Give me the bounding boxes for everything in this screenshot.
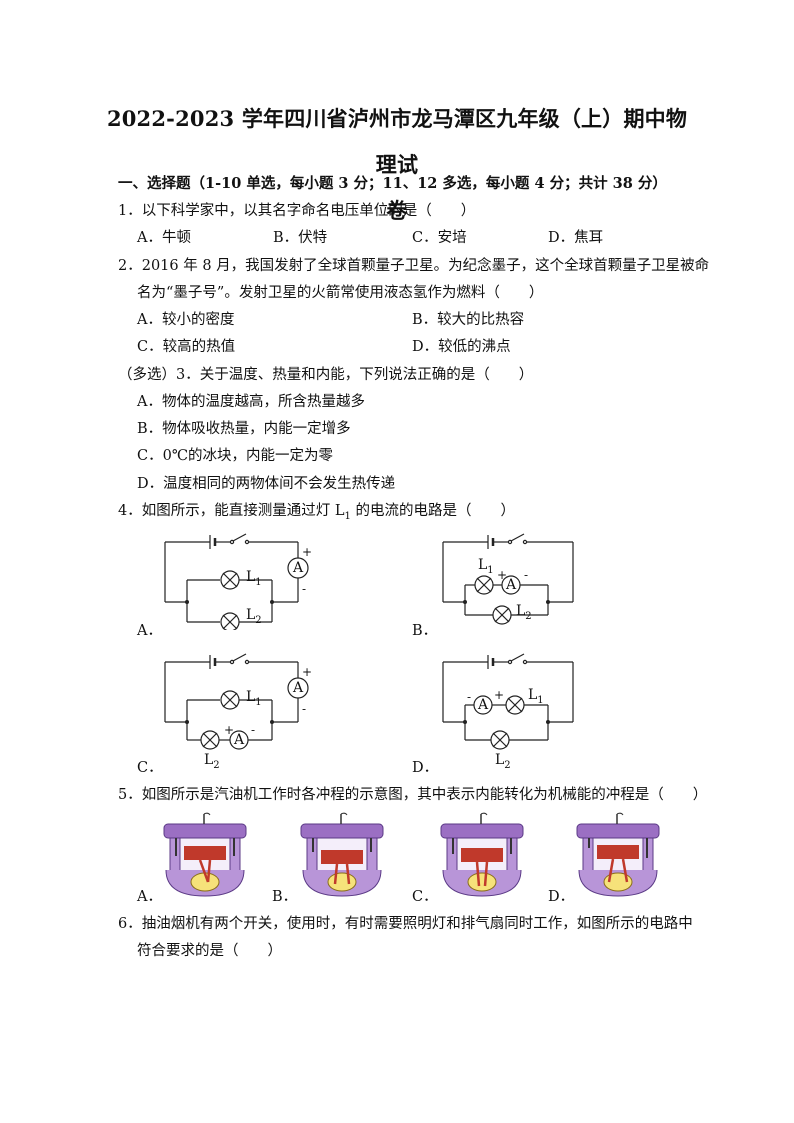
q2-stem-line-1: 2．2016 年 8 月，我国发射了全球首颗量子卫星。为纪念墨子，这个全球首颗量… xyxy=(118,258,710,274)
lamp-b-l1: L1 xyxy=(478,557,494,576)
lamp-b-l2: L2 xyxy=(516,603,532,622)
q1-stem: 1．以下科学家中，以其名字命名电压单位的是（ ） xyxy=(118,203,476,219)
ammeter-b-plus: + xyxy=(497,568,508,582)
q5-fig-label-c: C． xyxy=(412,889,438,905)
q4-stem-post: 的电流的电路是（ ） xyxy=(350,503,515,519)
q6-stem-line-1: 6．抽油烟机有两个开关，使用时，有时需要照明灯和排气扇同时工作，如图所示的电路中 xyxy=(118,916,693,932)
exam-title: 2022-2023 学年四川省泸州市龙马潭区九年级（上）期中物理试 卷 xyxy=(100,96,694,234)
circuit-diagram-d: A - + L1 L2 xyxy=(438,650,583,771)
circuit-diagram-b: A + - L1 L2 xyxy=(438,530,583,634)
ammeter-d-minus: - xyxy=(467,690,472,704)
ammeter-c2-minus: - xyxy=(251,723,256,737)
lamp-c-l2: L2 xyxy=(204,752,220,771)
circuit-diagram-c: A + - A + - L1 L2 xyxy=(160,650,320,771)
lamp-d-l2: L2 xyxy=(495,752,511,771)
q3-option-b: B．物体吸收热量，内能一定增多 xyxy=(137,421,351,437)
ammeter-a-minus: - xyxy=(302,582,307,596)
q2-stem-line-2: 名为“墨子号”。发射卫星的火箭常使用液态氢作为燃料（ ） xyxy=(137,285,544,301)
q2-option-b: B．较大的比热容 xyxy=(412,312,525,328)
q2-option-a: A．较小的密度 xyxy=(137,312,235,328)
q2-option-c: C．较高的热值 xyxy=(137,339,236,355)
q1-option-d: D．焦耳 xyxy=(548,230,604,246)
section-heading: 一、选择题（1-10 单选，每小题 3 分；11、12 多选，每小题 4 分；共… xyxy=(118,175,667,192)
ammeter-c2-symbol: A xyxy=(234,732,245,748)
ammeter-a-plus: + xyxy=(302,545,313,559)
q2-option-d: D．较低的沸点 xyxy=(412,339,511,355)
q3-option-c: C．0℃的冰块，内能一定为零 xyxy=(137,448,334,464)
circuit-diagram-a: A + - L1 L2 xyxy=(160,530,320,634)
lamp-d-l1: L1 xyxy=(528,687,544,706)
ammeter-c1-minus: - xyxy=(302,702,307,716)
q4-fig-label-d: D． xyxy=(412,760,439,776)
ammeter-c2-plus: + xyxy=(224,723,235,737)
q1-option-b: B．伏特 xyxy=(273,230,328,246)
ammeter-b-minus: - xyxy=(524,568,529,582)
q4-stem: 4．如图所示，能直接测量通过灯 L1 的电流的电路是（ ） xyxy=(118,501,515,527)
ammeter-b-symbol: A xyxy=(506,577,517,593)
lamp-a-l1: L1 xyxy=(246,569,262,588)
ammeter-a-symbol: A xyxy=(293,560,304,576)
engine-stroke-c-icon xyxy=(437,812,527,901)
q4-stem-sub: 1 xyxy=(344,510,351,522)
title-line-1: 2022-2023 学年四川省泸州市龙马潭区九年级（上）期中物理试 xyxy=(106,106,688,177)
q5-fig-label-b: B． xyxy=(272,889,298,905)
q5-stem: 5．如图所示是汽油机工作时各冲程的示意图，其中表示内能转化为机械能的冲程是（ ） xyxy=(118,787,708,803)
ammeter-c1-plus: + xyxy=(302,665,313,679)
engine-stroke-d-icon xyxy=(573,812,663,901)
engine-stroke-a-icon xyxy=(160,812,250,901)
q1-option-c: C．安培 xyxy=(412,230,467,246)
q5-fig-label-a: A． xyxy=(137,889,162,905)
lamp-c-l1: L1 xyxy=(246,689,262,708)
ammeter-d-plus: + xyxy=(494,688,505,702)
title-line-2: 卷 xyxy=(386,198,408,223)
q5-fig-label-d: D． xyxy=(548,889,575,905)
engine-stroke-b-icon xyxy=(297,812,387,901)
ammeter-c1-symbol: A xyxy=(293,680,304,696)
q4-stem-pre: 4．如图所示，能直接测量通过灯 L xyxy=(118,503,345,519)
q3-option-a: A．物体的温度越高，所含热量越多 xyxy=(137,394,365,410)
ammeter-d-symbol: A xyxy=(478,697,489,713)
q1-option-a: A．牛顿 xyxy=(137,230,191,246)
q4-fig-label-b: B． xyxy=(412,623,438,639)
q6-stem-line-2: 符合要求的是（ ） xyxy=(137,943,282,959)
q3-stem: （多选）3．关于温度、热量和内能，下列说法正确的是（ ） xyxy=(118,367,534,383)
q4-fig-label-c: C． xyxy=(137,760,163,776)
q4-fig-label-a: A． xyxy=(137,623,162,639)
lamp-a-l2: L2 xyxy=(246,607,262,626)
q3-option-d: D．温度相同的两物体间不会发生热传递 xyxy=(137,476,396,492)
